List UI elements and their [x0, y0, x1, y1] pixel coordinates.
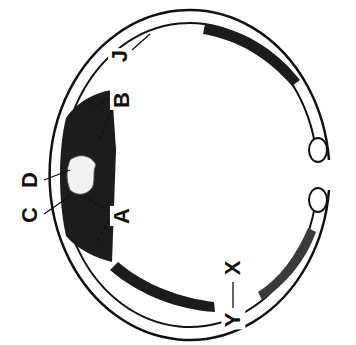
part-letter: D — [18, 170, 42, 190]
rib-end — [309, 138, 327, 162]
part-letter: C — [18, 205, 42, 225]
part-letter: X — [221, 259, 245, 278]
outer-wall — [50, 10, 329, 340]
part-letter: J — [108, 48, 132, 64]
lower-muscle — [110, 262, 215, 312]
rib — [258, 228, 316, 300]
upper-muscle — [203, 24, 300, 86]
rib-end — [309, 188, 327, 212]
part-letter: A — [110, 206, 134, 226]
back-muscle — [60, 90, 116, 262]
leader-lines — [44, 34, 233, 308]
leader-lines — [84, 98, 112, 242]
part-letter: B — [110, 90, 134, 110]
vertebra — [67, 156, 96, 195]
part-letter: Y — [221, 311, 245, 330]
